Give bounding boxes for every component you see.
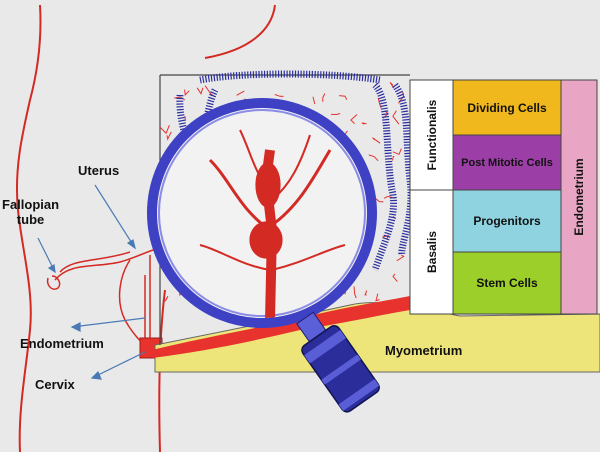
basalis-red-strip xyxy=(152,296,410,358)
vessel-segment xyxy=(166,131,172,141)
myometrium-label: Myometrium xyxy=(385,343,463,358)
endometrium-label: Endometrium xyxy=(20,336,104,351)
uterus-outline xyxy=(46,247,161,351)
myometrium-layer xyxy=(154,302,600,373)
vessel-segment xyxy=(196,87,204,95)
dividing-cells-label: Dividing Cells xyxy=(467,100,547,115)
vessel-segment xyxy=(389,82,395,89)
progenitors-label: Progenitors xyxy=(473,214,541,228)
vessel-segment xyxy=(392,148,402,156)
vessel-segment xyxy=(392,155,395,161)
vessel-segment xyxy=(375,293,380,302)
vessel-segment xyxy=(392,110,400,125)
magnifying-glass-icon xyxy=(147,98,380,413)
vessel-segment xyxy=(164,295,169,302)
vessel-segment xyxy=(368,154,379,162)
pointer-arrows xyxy=(37,184,146,380)
vessel-segment xyxy=(330,113,341,116)
vessel-segment xyxy=(353,286,357,299)
functionalis-label: Functionalis xyxy=(425,99,439,171)
vessel-segment xyxy=(392,273,398,282)
vessel-segment xyxy=(184,89,190,97)
vessel-segment xyxy=(236,90,245,96)
vessel-segment xyxy=(382,234,390,240)
stem-cells-label: Stem Cells xyxy=(476,276,538,290)
vessel-segment xyxy=(274,94,284,97)
uterus-label: Uterus xyxy=(78,163,120,178)
vessel-segment xyxy=(322,93,326,102)
post-mitotic-cells-label: Post Mitotic Cells xyxy=(461,156,553,169)
vessel-segment xyxy=(159,125,170,135)
vessel-segment xyxy=(312,96,316,105)
cervix-label: Cervix xyxy=(35,377,75,392)
vessel-segment xyxy=(361,122,367,125)
vessel-segment xyxy=(364,290,368,296)
vessel-segment xyxy=(339,95,348,100)
vessel-segment xyxy=(372,137,381,144)
endometrium-bar-label: Endometrium xyxy=(572,158,586,236)
vessel-segment xyxy=(350,114,358,125)
basalis-label: Basalis xyxy=(425,230,439,274)
fallopian-tube-label: Fallopian tube xyxy=(2,197,60,227)
vessel-segment xyxy=(396,254,405,262)
layer-table xyxy=(409,79,598,315)
